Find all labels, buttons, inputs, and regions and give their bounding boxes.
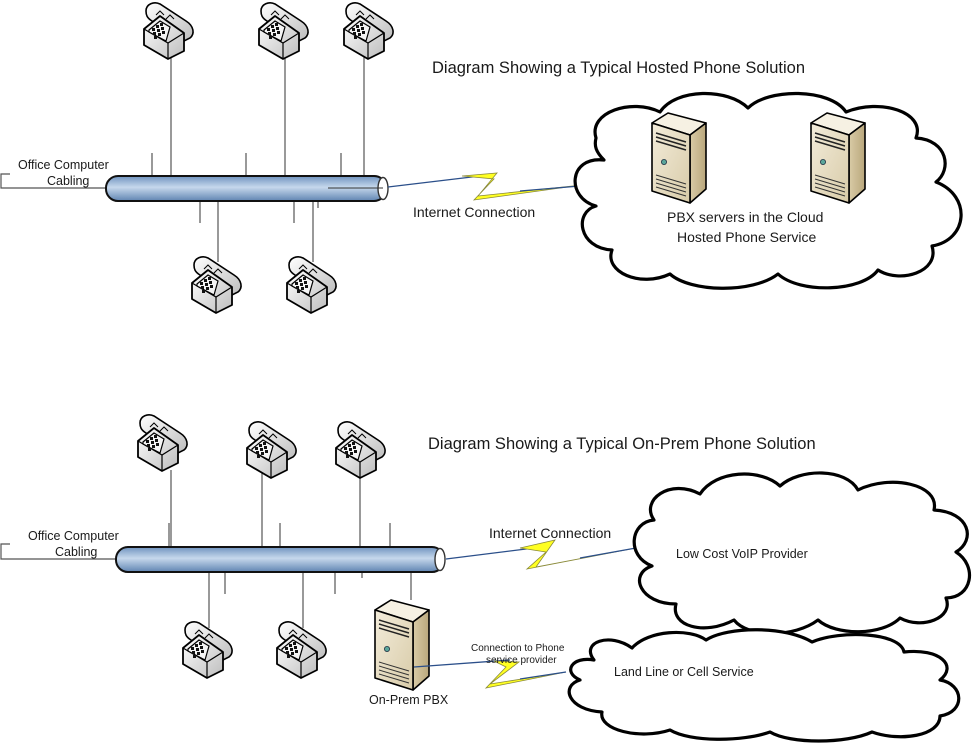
lightning-bolt-icon: [461, 172, 583, 201]
cabling-label-line1: Office Computer: [28, 529, 119, 543]
internet-connection-link: [387, 172, 583, 201]
phone-icon: [191, 255, 242, 314]
onprem-diagram: Diagram Showing a Typical On-Prem Phone …: [0, 413, 972, 743]
phone-icon: [182, 620, 233, 679]
lightning-bolt-icon: [519, 539, 637, 570]
cabling-label-line2: Cabling: [47, 174, 89, 188]
office-cable: [115, 546, 446, 573]
server-icon: [810, 112, 866, 204]
server-icon: [651, 112, 707, 204]
phone-icon: [246, 420, 297, 479]
voip-cloud-label: Low Cost VoIP Provider: [676, 547, 808, 561]
cabling-label-line2: Cabling: [55, 545, 97, 559]
cable-drops: [168, 470, 412, 628]
phone-icon: [286, 255, 337, 314]
landline-cloud: [567, 628, 961, 743]
pbx-label: On-Prem PBX: [369, 693, 449, 707]
phone-icon: [143, 1, 194, 60]
phone-connection-label-line2: service provider: [486, 655, 557, 666]
phone-connection-label-line1: Connection to Phone: [471, 643, 565, 654]
phone-icon: [137, 413, 188, 472]
cabling-label-line1: Office Computer: [18, 158, 109, 172]
hosted-diagram: Diagram Showing a Typical Hosted Phone S…: [0, 1, 963, 314]
office-cable: [105, 175, 389, 202]
cloud-label-line2: Hosted Phone Service: [677, 229, 817, 245]
landline-cloud-label: Land Line or Cell Service: [614, 665, 754, 679]
phone-icon: [343, 1, 394, 60]
cable-drops: [151, 55, 365, 262]
hosted-diagram-title: Diagram Showing a Typical Hosted Phone S…: [432, 59, 805, 77]
voip-cloud: [632, 471, 972, 636]
internet-connection-link: [445, 539, 637, 570]
hosted-cloud: [573, 91, 963, 290]
internet-connection-label: Internet Connection: [489, 525, 611, 541]
pbx-server-icon: [374, 599, 430, 691]
cabling-bracket: [0, 173, 108, 189]
phone-icon: [335, 420, 386, 479]
phone-icon: [258, 1, 309, 60]
phone-icon: [276, 620, 327, 679]
cloud-label-line1: PBX servers in the Cloud: [667, 209, 823, 225]
internet-connection-label: Internet Connection: [413, 204, 535, 220]
cabling-bracket: [0, 543, 118, 560]
onprem-diagram-title: Diagram Showing a Typical On-Prem Phone …: [428, 435, 816, 453]
phone-service-link: [413, 659, 567, 689]
